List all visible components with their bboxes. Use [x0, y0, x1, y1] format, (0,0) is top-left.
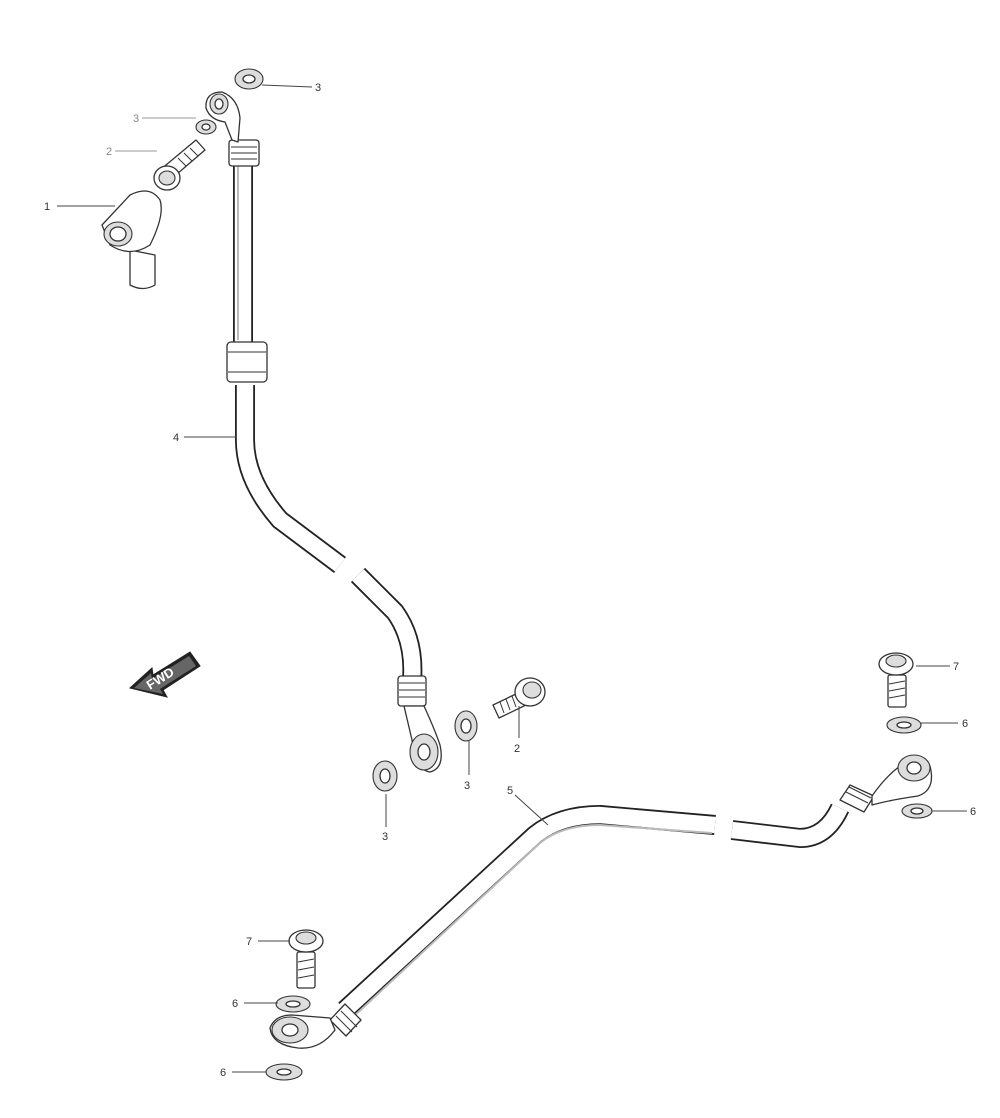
callout-3-bottom: 3 — [382, 831, 388, 843]
banjo-bolt-right — [878, 652, 914, 708]
washer-top-left — [195, 119, 217, 135]
callout-3-top-left: 3 — [133, 113, 139, 125]
banjo-bolt-left — [288, 929, 324, 989]
callout-7-right: 7 — [953, 661, 959, 673]
callout-3-top: 3 — [315, 82, 321, 94]
brake-hose-lower — [269, 754, 933, 1049]
callout-2-mid: 2 — [514, 743, 520, 755]
callout-3-mid: 3 — [464, 780, 470, 792]
washer-mid — [454, 710, 478, 742]
banjo-bolt-top — [153, 139, 206, 191]
callout-6-right-bottom: 6 — [970, 806, 976, 818]
callout-2-top: 2 — [106, 146, 112, 158]
callout-4: 4 — [173, 432, 179, 444]
washer-right-bottom — [901, 803, 933, 819]
fwd-arrow: FWD — [128, 651, 201, 698]
washer-bottom — [372, 760, 398, 792]
brake-hose-upper — [205, 91, 442, 773]
callout-6-left-bottom: 6 — [220, 1067, 226, 1079]
master-cylinder-cap — [101, 190, 162, 290]
callout-1: 1 — [44, 201, 50, 213]
washer-right-top — [886, 716, 922, 734]
washer-left-bottom — [265, 1063, 303, 1081]
callouts: 1 2 3 3 4 3 2 3 5 7 6 6 7 6 6 — [44, 82, 976, 1079]
callout-7-left: 7 — [246, 936, 252, 948]
leader-lines — [57, 84, 967, 1073]
washer-top — [234, 68, 264, 90]
callout-5: 5 — [507, 785, 513, 797]
callout-6-right-top: 6 — [962, 718, 968, 730]
banjo-bolt-mid — [492, 677, 546, 719]
callout-6-left-top: 6 — [232, 998, 238, 1010]
washer-left-top — [275, 995, 311, 1013]
